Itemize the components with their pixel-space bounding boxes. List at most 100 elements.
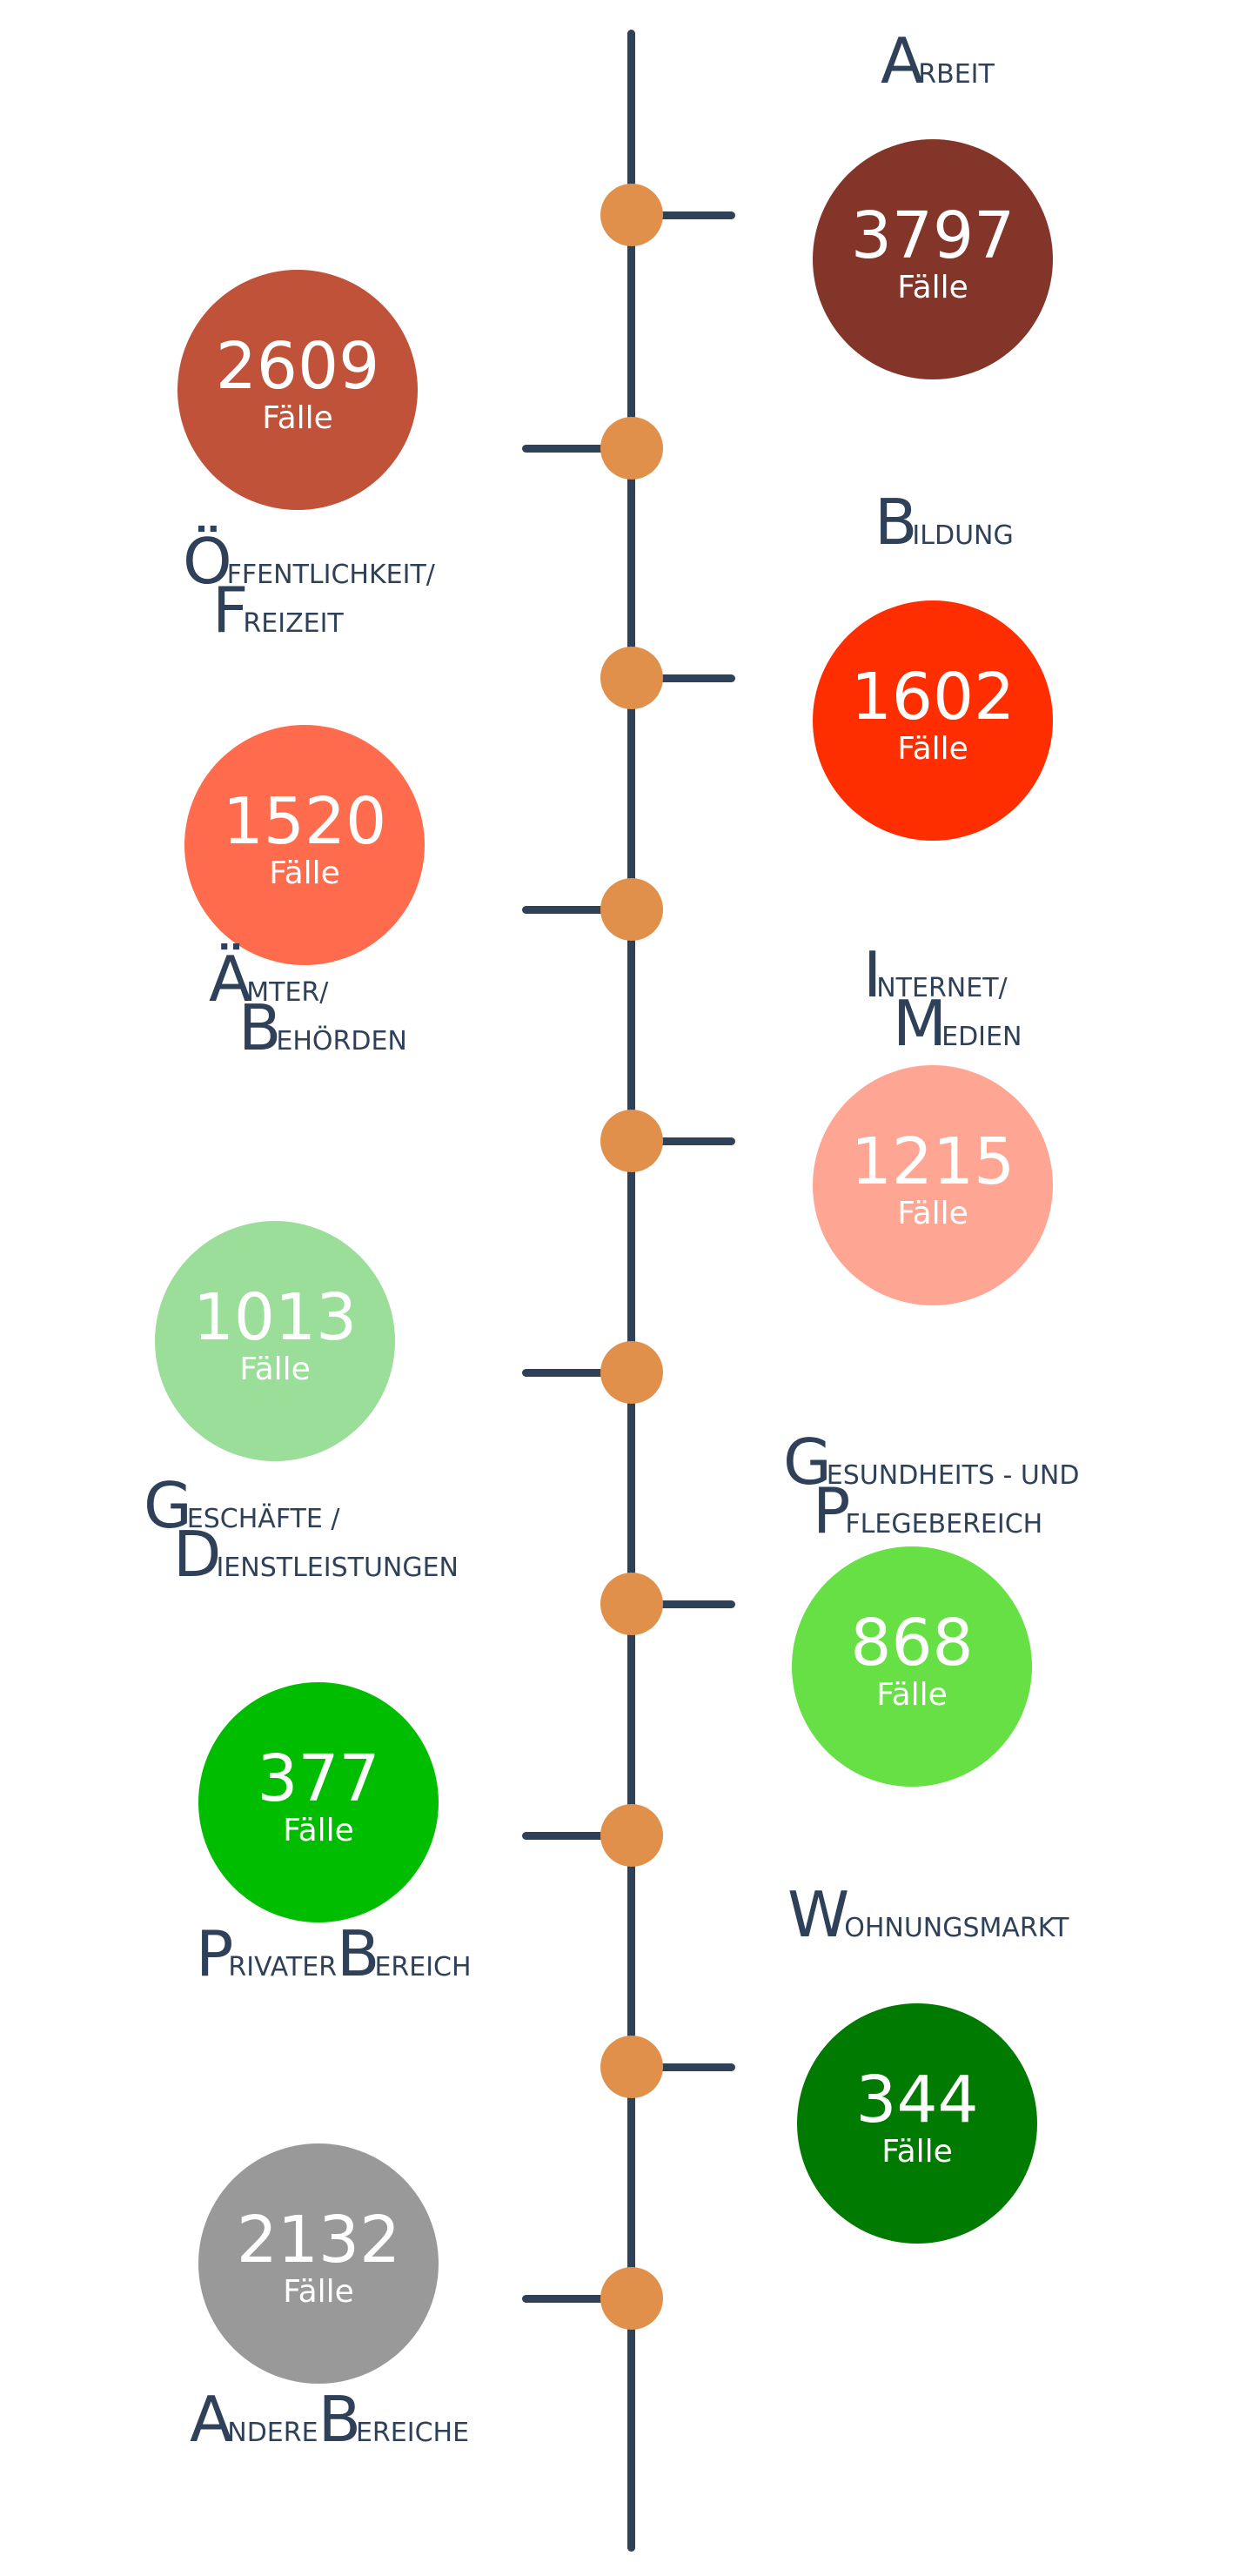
category-label-rest: NDERE xyxy=(227,2418,318,2448)
category-label-initial: F xyxy=(212,574,248,647)
case-count: 2609 xyxy=(215,329,380,404)
timeline-dot xyxy=(600,2036,663,2098)
category-label: PRIVATERBEREICH xyxy=(196,1922,472,1985)
timeline-dot xyxy=(600,878,663,941)
category-label-rest: EHÖRDEN xyxy=(276,1026,407,1057)
case-unit-label: Fälle xyxy=(897,270,968,305)
connector-line xyxy=(522,2295,631,2303)
category-label-rest: ESUNDHEITS - UND xyxy=(826,1460,1080,1491)
category-label-initial: W xyxy=(787,1878,849,1951)
category-label-initial: A xyxy=(190,2383,232,2456)
case-count: 377 xyxy=(257,1741,380,1816)
timeline-dot xyxy=(600,1110,663,1172)
category-label-rest: ILDUNG xyxy=(912,520,1014,551)
category-label-initial: Ä xyxy=(209,943,251,1016)
category-label-initial: D xyxy=(173,1518,222,1591)
category-label-line: GESUNDHEITS - UND xyxy=(783,1431,1080,1493)
category-label-rest: OHNUNGSMARKT xyxy=(844,1913,1069,1943)
category-label: ARBEIT xyxy=(881,30,995,92)
category-label-initial: B xyxy=(874,486,917,559)
connector-line xyxy=(631,1137,735,1145)
category-label: GESCHÄFTE /DIENSTLEISTUNGEN xyxy=(144,1474,459,1586)
case-count: 1602 xyxy=(850,660,1015,735)
category-label-initial: P xyxy=(196,1917,233,1990)
category-label-initial: A xyxy=(881,24,923,97)
category-label-rest: RIVATER xyxy=(228,1952,338,1982)
connector-line xyxy=(522,906,631,914)
category-label-line: GESCHÄFTE / xyxy=(144,1474,459,1537)
category-label-initial: M xyxy=(893,987,947,1060)
category-label-line: BEHÖRDEN xyxy=(209,996,407,1059)
connector-line xyxy=(631,674,735,682)
category-label-rest: ESCHÄFTE / xyxy=(186,1504,340,1534)
category-label-rest: FLEGEBEREICH xyxy=(845,1509,1043,1540)
category-label-initial: B xyxy=(318,2383,361,2456)
connector-line xyxy=(522,1832,631,1840)
category-label-line: ANDEREBEREICHE xyxy=(190,2388,470,2451)
category-label-rest: EREICHE xyxy=(355,2418,470,2448)
category-label-line: BILDUNG xyxy=(874,491,1014,553)
category-label-rest: RBEIT xyxy=(918,59,995,90)
category-label-line: ÄMTER/ xyxy=(209,948,407,1010)
category-label-initial: B xyxy=(337,1917,379,1990)
case-count: 1013 xyxy=(192,1280,358,1355)
category-label-line: INTERNET/ xyxy=(863,943,1022,1006)
category-label-rest: EDIEN xyxy=(941,1022,1022,1052)
timeline-dot xyxy=(600,2267,663,2330)
case-count: 344 xyxy=(855,2063,979,2137)
category-label: INTERNET/MEDIEN xyxy=(863,943,1022,1055)
category-label-line: PRIVATERBEREICH xyxy=(196,1922,472,1985)
case-unit-label: Fälle xyxy=(897,731,968,767)
timeline-dot xyxy=(600,1573,663,1635)
timeline-dot xyxy=(600,1341,663,1404)
category-label: ÄMTER/BEHÖRDEN xyxy=(209,948,407,1059)
timeline-dot xyxy=(600,417,663,480)
timeline-dot xyxy=(600,647,663,709)
connector-line xyxy=(631,1600,735,1608)
case-unit-label: Fälle xyxy=(897,1196,968,1231)
case-unit-label: Fälle xyxy=(876,1677,948,1713)
category-label: WOHNUNGSMARKT xyxy=(787,1883,1069,1946)
case-count: 2132 xyxy=(236,2203,401,2277)
connector-line xyxy=(631,2063,735,2071)
case-count: 3797 xyxy=(850,198,1015,273)
category-label-line: ARBEIT xyxy=(881,30,995,92)
category-label-rest: REIZEIT xyxy=(243,608,344,639)
timeline-axis xyxy=(627,30,635,2552)
category-label-initial: Ö xyxy=(183,525,232,598)
category-label-line: ÖFFENTLICHKEIT/ xyxy=(183,530,435,593)
case-count: 1215 xyxy=(850,1124,1015,1199)
case-unit-label: Fälle xyxy=(283,1813,354,1848)
category-label-initial: I xyxy=(863,938,881,1011)
case-unit-label: Fälle xyxy=(239,1352,311,1387)
case-unit-label: Fälle xyxy=(283,2274,354,2310)
category-label: ANDEREBEREICHE xyxy=(190,2388,470,2451)
case-unit-label: Fälle xyxy=(881,2134,953,2170)
category-label-line: DIENSTLEISTUNGEN xyxy=(144,1523,459,1586)
category-label-rest: EREICH xyxy=(374,1952,472,1982)
category-label-initial: B xyxy=(238,991,281,1064)
category-label-line: MEDIEN xyxy=(863,992,1022,1055)
category-label-rest: IENSTLEISTUNGEN xyxy=(216,1553,459,1583)
category-label-line: WOHNUNGSMARKT xyxy=(787,1883,1069,1946)
category-label-initial: P xyxy=(813,1474,850,1547)
category-label-line: FREIZEIT xyxy=(183,579,435,641)
case-count: 1520 xyxy=(222,784,387,859)
timeline-dot xyxy=(600,184,663,246)
case-unit-label: Fälle xyxy=(269,855,340,891)
timeline-dot xyxy=(600,1804,663,1867)
case-count: 868 xyxy=(850,1606,974,1680)
connector-line xyxy=(522,445,631,453)
connector-line xyxy=(522,1369,631,1377)
category-label-rest: NTERNET/ xyxy=(876,973,1008,1003)
